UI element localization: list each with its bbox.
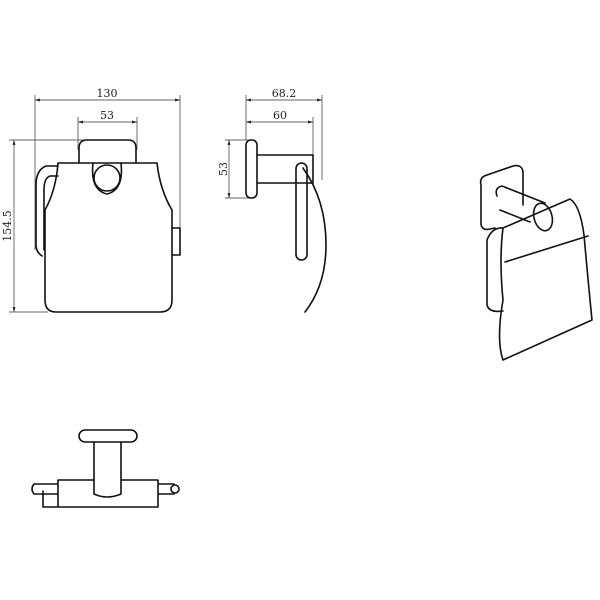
roll-rod [295,162,308,261]
iso-cover [498,198,593,361]
side-dimensions: 68.2 60 53 [217,87,323,199]
iso-rod [486,227,504,313]
height-dimension: 154.5 [1,210,14,242]
arm-dimension: 60 [273,109,287,122]
isometric-view [479,164,593,361]
bottom-post [93,441,122,498]
side-view: 68.2 60 53 [217,87,327,313]
iso-arm [495,185,546,223]
cover-profile [302,167,327,313]
bottom-view [31,429,180,508]
iso-knob [532,202,554,232]
knob [93,164,121,192]
left-arm [35,165,59,257]
wall-plate [245,139,258,199]
cover [44,162,173,313]
arm [256,154,314,184]
front-dimensions: 130 53 154.5 [1,87,181,313]
iso-wall-plate [479,164,524,231]
knob-rim [91,162,123,195]
bottom-flange [78,429,138,443]
bracket-dimension: 53 [100,109,114,122]
bottom-base [31,479,175,508]
right-tab [171,227,181,256]
front-view: 130 53 154.5 [1,87,181,313]
depth-dimension: 68.2 [272,87,297,100]
bottom-rod-end [170,484,180,494]
width-dimension: 130 [97,87,118,100]
wall-bracket [78,139,137,164]
plate-dimension: 53 [217,162,230,176]
